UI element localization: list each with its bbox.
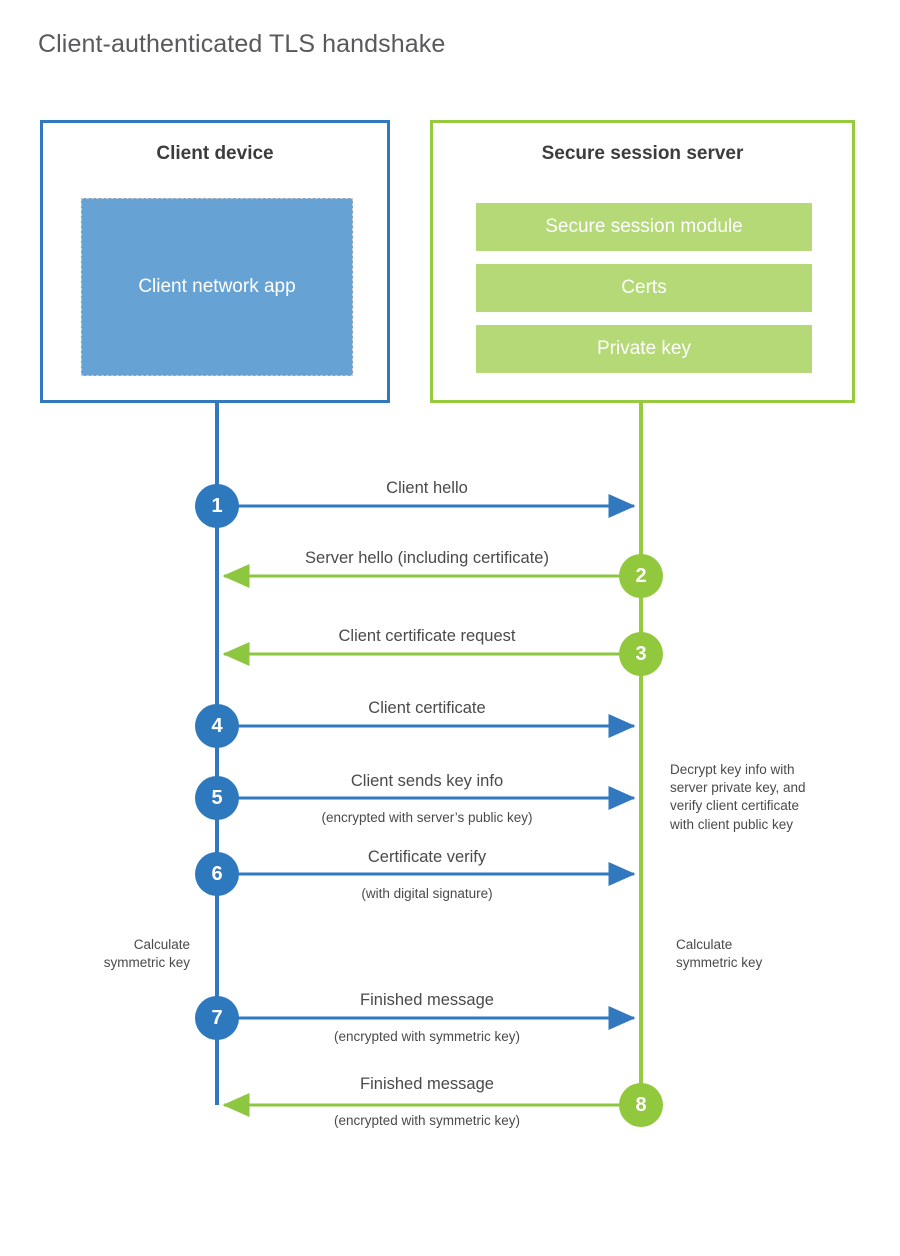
client-calculate-symmetric-key-note: Calculate symmetric key (40, 936, 190, 972)
step-circle-8[interactable]: 8 (619, 1083, 663, 1127)
server-calculate-symmetric-key-note: Calculate symmetric key (676, 936, 836, 972)
client-device-box: Client device Client network app (40, 120, 390, 403)
secure-session-server-title: Secure session server (541, 143, 744, 164)
server-decrypt-note-line-1: Decrypt key info with (670, 762, 795, 777)
secure-session-module-block: Secure session module (476, 203, 812, 251)
page-title: Client-authenticated TLS handshake (38, 30, 446, 58)
step-circle-3[interactable]: 3 (619, 632, 663, 676)
server-calculate-note-line-2: symmetric key (676, 955, 763, 971)
step-circle-6[interactable]: 6 (195, 852, 239, 896)
message-sublabel-6: (with digital signature) (361, 886, 493, 901)
server-decrypt-note-line-2: server private key, and (670, 780, 806, 796)
certs-block: Certs (476, 264, 812, 312)
private-key-block: Private key (476, 325, 812, 373)
message-sublabel-5: (encrypted with server’s public key) (321, 810, 533, 825)
secure-session-server-box: Secure session server Secure session mod… (430, 120, 855, 403)
client-calculate-note-line-2: symmetric key (103, 955, 190, 971)
server-decrypt-note: Decrypt key info with server private key… (670, 761, 850, 834)
message-label-8: Finished message (360, 1075, 494, 1093)
step-circle-7[interactable]: 7 (195, 996, 239, 1040)
server-decrypt-note-line-4: with client public key (670, 816, 794, 832)
step-circle-1[interactable]: 1 (195, 484, 239, 528)
message-label-5: Client sends key info (350, 772, 504, 790)
message-label-6: Certificate verify (367, 848, 487, 866)
message-label-4: Client certificate (368, 699, 486, 717)
client-calculate-note-line-1: Calculate (133, 937, 190, 952)
step-circle-2[interactable]: 2 (619, 554, 663, 598)
server-decrypt-note-line-3: verify client certificate (670, 798, 800, 814)
step-circle-4[interactable]: 4 (195, 704, 239, 748)
step-circle-5[interactable]: 5 (195, 776, 239, 820)
message-label-7: Finished message (360, 991, 494, 1009)
message-sublabel-8: (encrypted with symmetric key) (333, 1113, 521, 1128)
message-sublabel-7: (encrypted with symmetric key) (333, 1029, 521, 1044)
server-calculate-note-line-1: Calculate (676, 937, 733, 952)
client-network-app-block: Client network app (81, 198, 353, 376)
message-label-2: Server hello (including certificate) (305, 549, 549, 567)
client-device-title: Client device (156, 143, 274, 164)
message-label-3: Client certificate request (338, 627, 516, 645)
message-label-1: Client hello (386, 479, 468, 497)
